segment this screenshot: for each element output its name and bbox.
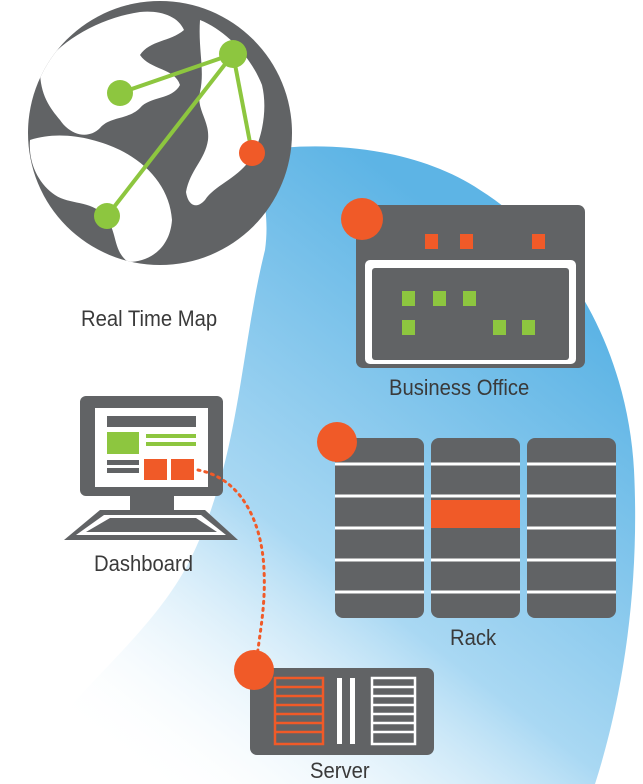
business-office-label: Business Office	[389, 375, 530, 400]
rack-icon	[317, 422, 616, 618]
server-label: Server	[310, 758, 370, 783]
server-icon	[234, 650, 434, 755]
dashboard-computer-icon	[64, 396, 238, 540]
rack-column-3	[527, 438, 616, 618]
business-office-icon	[341, 198, 585, 368]
dashboard-label: Dashboard	[94, 551, 194, 576]
dashboard-server-connector	[196, 468, 266, 670]
rack-column-1	[335, 438, 424, 618]
rack-column-2	[431, 438, 520, 618]
real-time-map-label: Real Time Map	[81, 306, 218, 331]
rack-label: Rack	[450, 625, 497, 650]
globe-icon	[28, 1, 292, 265]
